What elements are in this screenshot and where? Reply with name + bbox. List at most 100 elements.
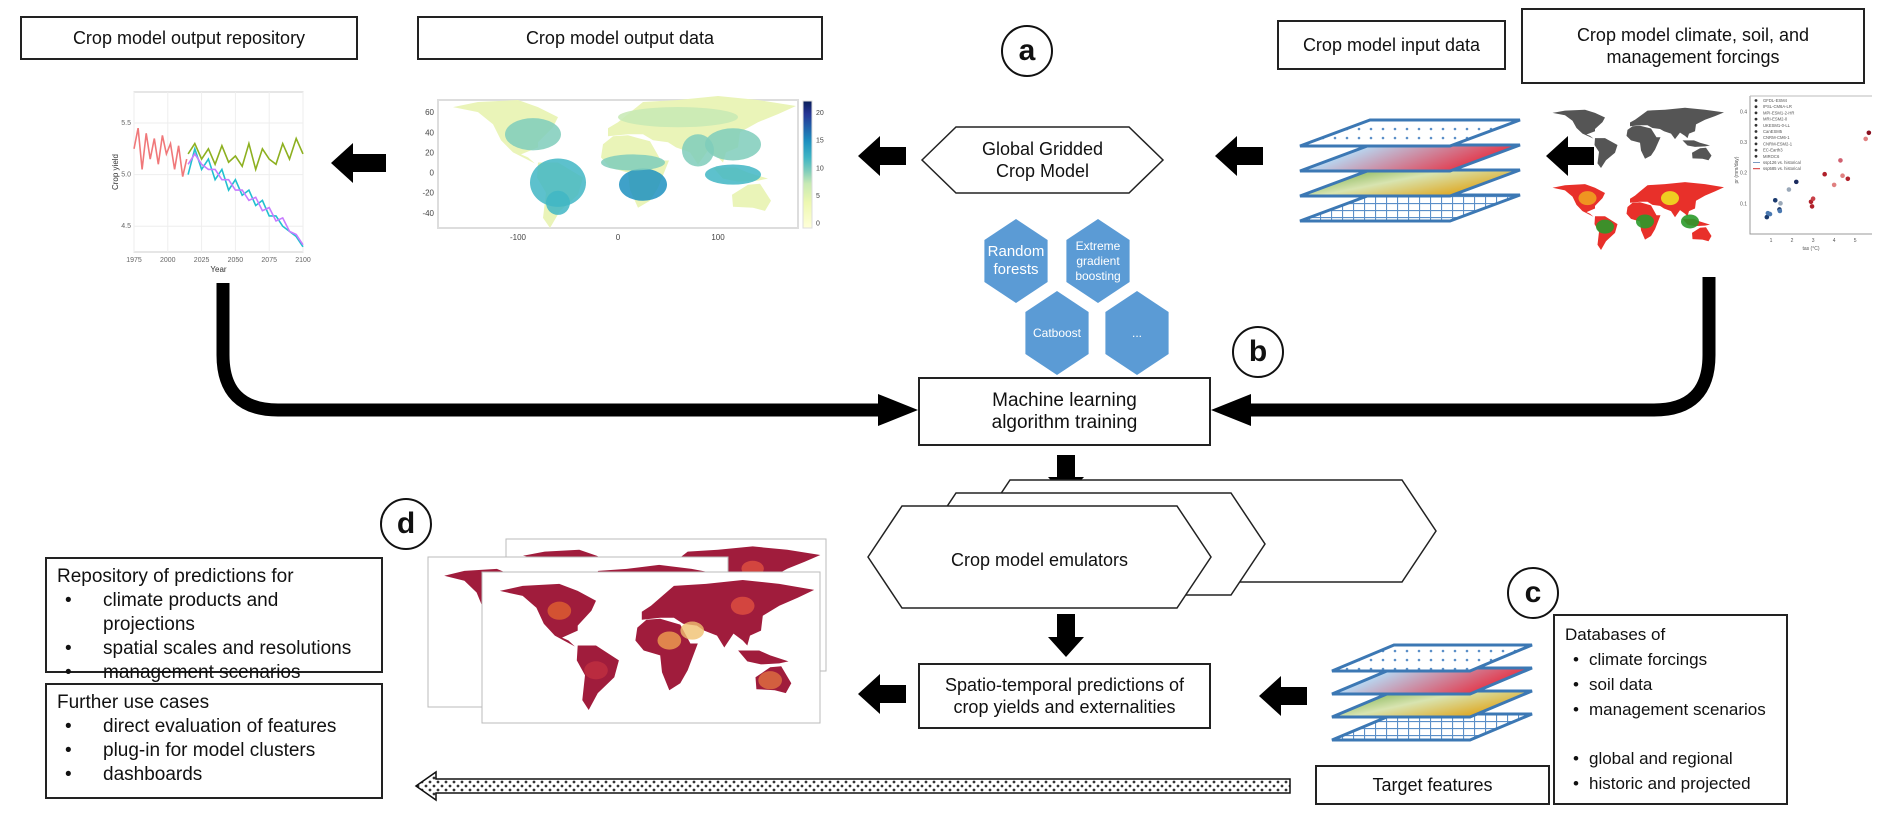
target-features-text: Target features [1372,775,1493,795]
panel-c-marker: c [1507,567,1559,619]
input-data-text: Crop model input data [1302,35,1481,55]
scatter-point [1840,173,1845,179]
legend-marker [1754,148,1758,152]
plot-area [133,91,304,253]
land-mass [641,580,815,648]
land-mass-colored [1552,184,1605,217]
repository-box: Repository of predictions for climate pr… [45,557,383,685]
series-line [133,127,188,177]
legend-marker [1754,142,1758,146]
input-data-label: Crop model input data [1277,20,1506,70]
land-mass-dark [1692,147,1712,161]
gggm-line2: Crop Model [995,161,1090,181]
algo-hexagon [984,219,1048,303]
land-mass-dark [1594,138,1618,168]
land-mass-colored [1692,227,1712,242]
x-tick-label: 4 [1833,238,1836,244]
map-value-patch [505,118,561,151]
scatter-point [1793,179,1799,185]
land-mass [499,583,596,647]
climate-layer [1299,143,1521,173]
forcings-text: Crop model climate, soil, and management… [1576,25,1810,67]
algo-hexagon [1105,291,1169,375]
panel-b-marker: b [1232,326,1284,378]
land-mass-dark [1626,125,1661,159]
panel-d-text: d [396,507,416,540]
algo-catboost: Catboost [1021,292,1093,374]
x-axis-label: Year [210,265,227,274]
global-gridded-crop-model: Global Gridded Crop Model [922,127,1163,193]
algo-label: Catboost [1032,325,1082,340]
x-tick-label: -100 [510,233,527,242]
ml-line2: algorithm training [991,411,1138,433]
map-value-patch [530,158,586,207]
x-tick-label: 100 [711,233,725,242]
list-item: direct evaluation of features [57,715,371,739]
legend-entry: UKESM1-0-LL [1763,123,1791,128]
legend-entry: MPI-ESM1-2-HR [1763,110,1794,115]
algo-more: ... [1101,292,1173,374]
y-tick-label: 0 [430,169,435,178]
scatter-point [1831,182,1837,188]
use-cases-title: Further use cases [57,692,210,713]
x-tick-label: 2025 [194,257,210,264]
points-layer [1331,643,1533,673]
map-value-patch [1578,191,1597,206]
land-mass-dark [1552,109,1605,139]
legend-marker [1754,111,1758,115]
y-tick-label: 20 [425,148,434,157]
y-tick-label: 4.5 [121,223,131,230]
land-mass [635,618,698,691]
x-tick-label: 2050 [228,257,244,264]
scatter-point [1767,211,1773,217]
colorbar-tick-label: 15 [816,138,824,145]
prediction-maps [427,538,827,724]
x-tick-label: 2100 [295,257,311,264]
forcings-label: Crop model climate, soil, and management… [1521,8,1865,84]
y-tick-label: 5.0 [121,172,131,179]
series-line [187,152,304,246]
output-repository-label: Crop model output repository [20,16,358,60]
soil-layer [1331,689,1533,719]
arrow-left-icon [1215,136,1263,176]
dotted-arrow-left-icon [414,770,1291,802]
panel-a-marker: a [1001,25,1053,77]
y-tick-label: -40 [422,209,434,218]
y-tick-label: 5.5 [121,120,131,127]
colorbar-tick-label: 10 [816,165,824,172]
algo-label: Random forests [987,243,1045,278]
y-tick-label: 0.3 [1740,140,1747,146]
list-item: climate forcings [1565,647,1776,672]
land-mass-dark [1630,107,1724,140]
x-tick-label: 1 [1770,238,1773,244]
x-axis-label: tas (°C) [1803,246,1820,252]
legend-marker [1754,136,1758,140]
grid-layer [1299,193,1521,223]
legend-entry: EC-Earth3 [1763,148,1783,153]
output-repository-text: Crop model output repository [72,28,306,48]
x-tick-label: 5 [1854,238,1857,244]
arrow-head-icon [878,394,918,426]
map-value-patch [619,168,667,201]
algo-random-forests: Random forests [980,220,1052,302]
map-value-patch [1596,219,1614,234]
climate-layer [1331,666,1533,696]
map-value-patch [657,631,682,650]
x-tick-label: 2075 [261,257,277,264]
panel-a-text: a [1018,34,1036,67]
curved-arrow-right-branch [1245,277,1716,417]
x-tick-label: 3 [1812,238,1815,244]
legend-entry: CanESM5 [1763,129,1783,134]
series-line [187,145,304,248]
list-item: dashboards [57,763,371,787]
pred-line1: Spatio-temporal predictions of [944,675,1185,695]
arrow-left-icon [1546,136,1594,176]
legend-entry: CNRM-CM6-1 [1763,135,1790,140]
scatter-point [1772,197,1778,203]
colorbar-tick-label: 5 [816,193,820,200]
y-tick-label: 0.4 [1740,109,1747,115]
y-tick-label: 0.2 [1740,171,1747,177]
